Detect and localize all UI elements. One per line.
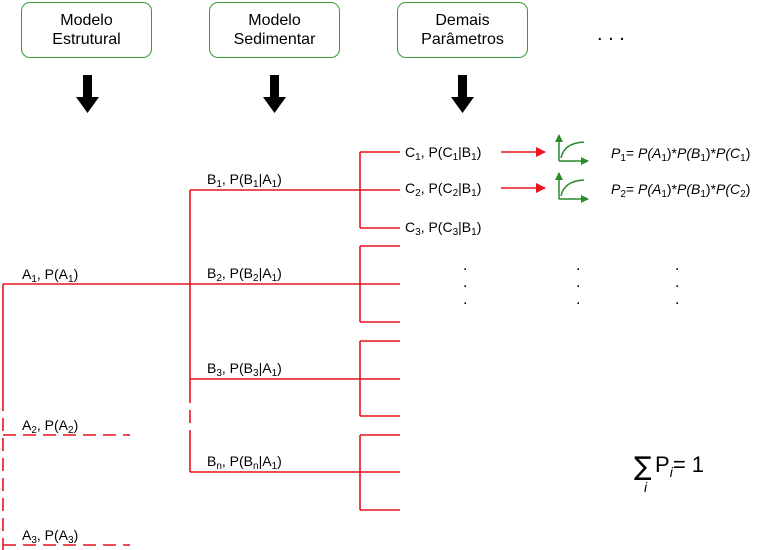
header-ellipsis: . . . <box>597 23 625 45</box>
header-line2: Sedimentar <box>233 31 316 48</box>
svg-text:.: . <box>675 274 679 291</box>
label-c1: C1, P(C1|B1) <box>405 144 481 163</box>
label-b3: B3, P(B3|A1) <box>207 360 282 379</box>
sum-index: i <box>644 479 648 495</box>
label-b1: B1, P(B1|A1) <box>207 171 282 190</box>
label-c3: C3, P(C3|B1) <box>405 219 481 238</box>
sum-body: Pi= 1 <box>655 452 704 480</box>
header-line1: Demais <box>435 12 490 29</box>
distribution-curve-icon <box>555 134 589 165</box>
label-a3: A3, P(A3) <box>22 527 78 546</box>
svg-text:.: . <box>576 274 580 291</box>
svg-text:.: . <box>675 291 679 308</box>
svg-text:.: . <box>463 257 467 274</box>
sum-formula: ∑ i Pi= 1 <box>634 452 704 495</box>
down-arrow-icon <box>76 75 99 113</box>
result-p2: P2= P(A1)*P(B1)*P(C2) <box>611 181 750 200</box>
down-arrow-icon <box>451 75 474 113</box>
svg-text:.: . <box>675 257 679 274</box>
continuation-dots: ... ... ... <box>463 257 679 308</box>
header-line2: Parâmetros <box>421 31 504 48</box>
svg-text:.: . <box>576 257 580 274</box>
label-a2: A2, P(A2) <box>22 417 78 436</box>
header-line2: Estrutural <box>52 31 121 48</box>
result-p1: P1= P(A1)*P(B1)*P(C1) <box>611 145 750 164</box>
distribution-curve-icon <box>555 172 589 203</box>
label-a1: A1, P(A1) <box>22 266 78 285</box>
down-arrow-icon <box>263 75 286 113</box>
header-line1: Modelo <box>60 12 113 29</box>
svg-text:.: . <box>576 291 580 308</box>
header-line1: Modelo <box>248 12 301 29</box>
label-c2: C2, P(C2|B1) <box>405 180 481 199</box>
label-b2: B2, P(B2|A1) <box>207 265 282 284</box>
sigma-symbol: ∑ <box>634 452 652 482</box>
svg-text:.: . <box>463 274 467 291</box>
svg-text:.: . <box>463 291 467 308</box>
tree-branches <box>2 147 546 550</box>
label-bn: Bn, P(Bn|A1) <box>207 453 282 472</box>
